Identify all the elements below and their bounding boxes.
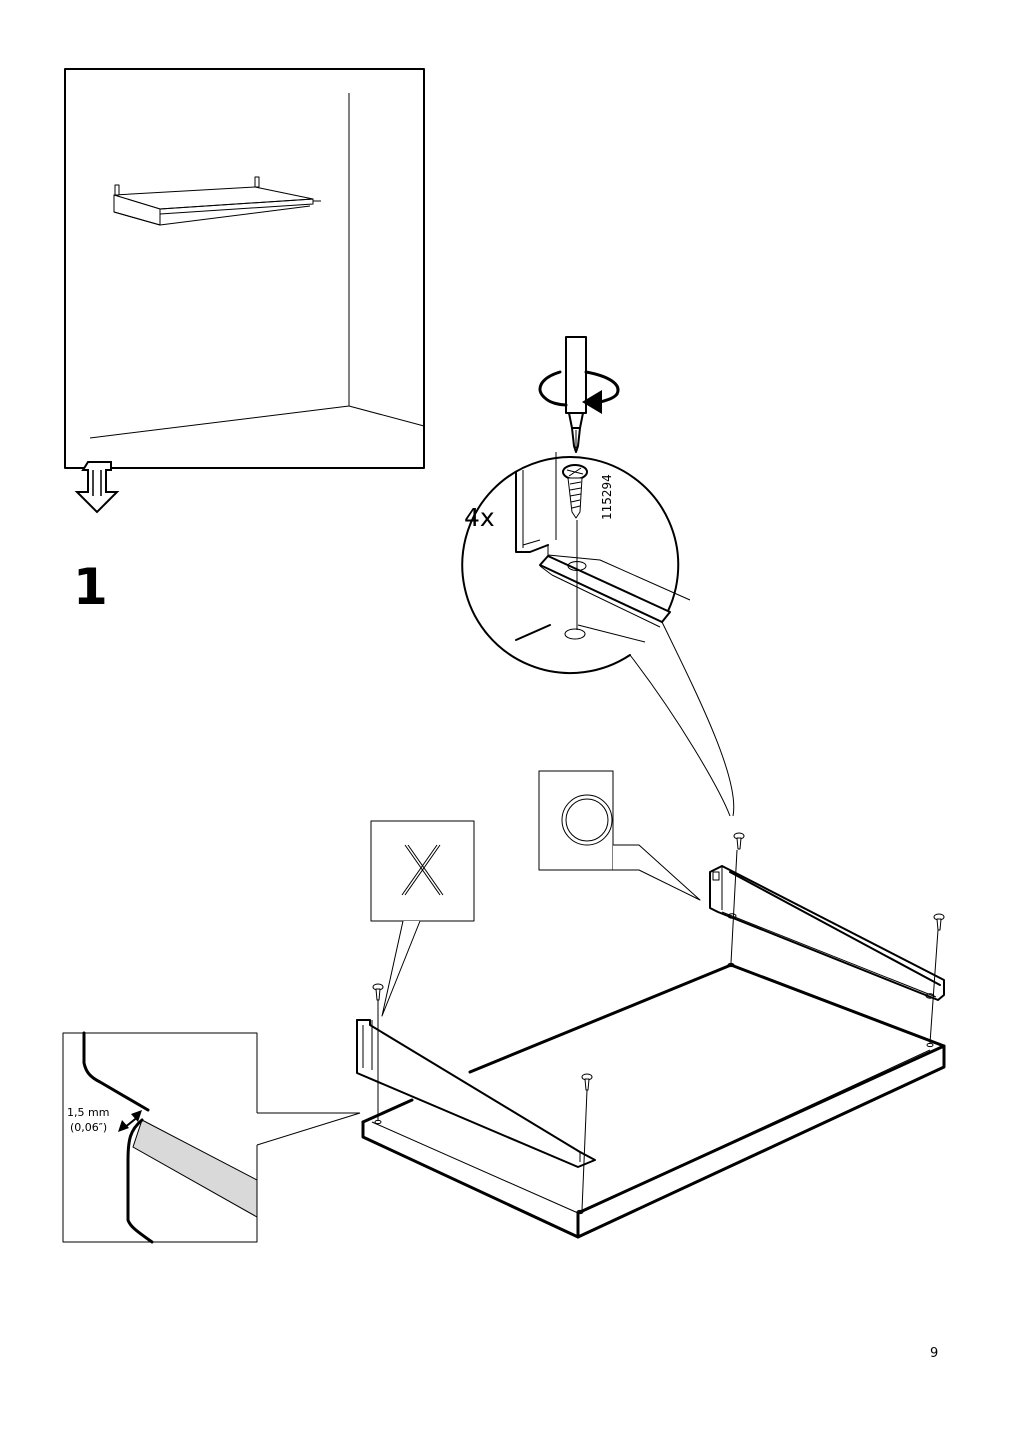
- wrong-callout: [370, 820, 475, 1017]
- screw-icon: [562, 464, 588, 519]
- screw-icon: [730, 832, 745, 964]
- screw-icon: [372, 983, 384, 1120]
- table-top: [361, 962, 946, 1239]
- screw-icon: [581, 1073, 593, 1211]
- screws: [372, 832, 945, 1211]
- bracket-left: [356, 1019, 596, 1168]
- step-number: 1: [73, 558, 108, 616]
- screwdriver-icon: [565, 336, 587, 453]
- part-number: 115294: [600, 474, 614, 520]
- detail-magnifier: 4x 115294: [461, 452, 735, 817]
- overview-frame: [64, 68, 425, 469]
- thickness-mm: 1,5 mm: [67, 1106, 109, 1119]
- shelf-overview-icon: [113, 176, 321, 226]
- thickness-in: (0,06″): [70, 1121, 107, 1134]
- rotate-clockwise-icon: [538, 370, 620, 414]
- bracket-right: [709, 865, 945, 1001]
- down-arrow-icon: [74, 461, 120, 514]
- screw-icon: [929, 913, 945, 1044]
- x-mark-icon: [401, 844, 444, 896]
- correct-callout: [538, 770, 701, 901]
- quantity-label: 4x: [464, 503, 495, 532]
- page-number: 9: [930, 1346, 938, 1361]
- circle-mark-icon: [561, 794, 613, 846]
- double-arrow-icon: [118, 1110, 142, 1132]
- thickness-detail: 1,5 mm (0,06″): [62, 1031, 361, 1244]
